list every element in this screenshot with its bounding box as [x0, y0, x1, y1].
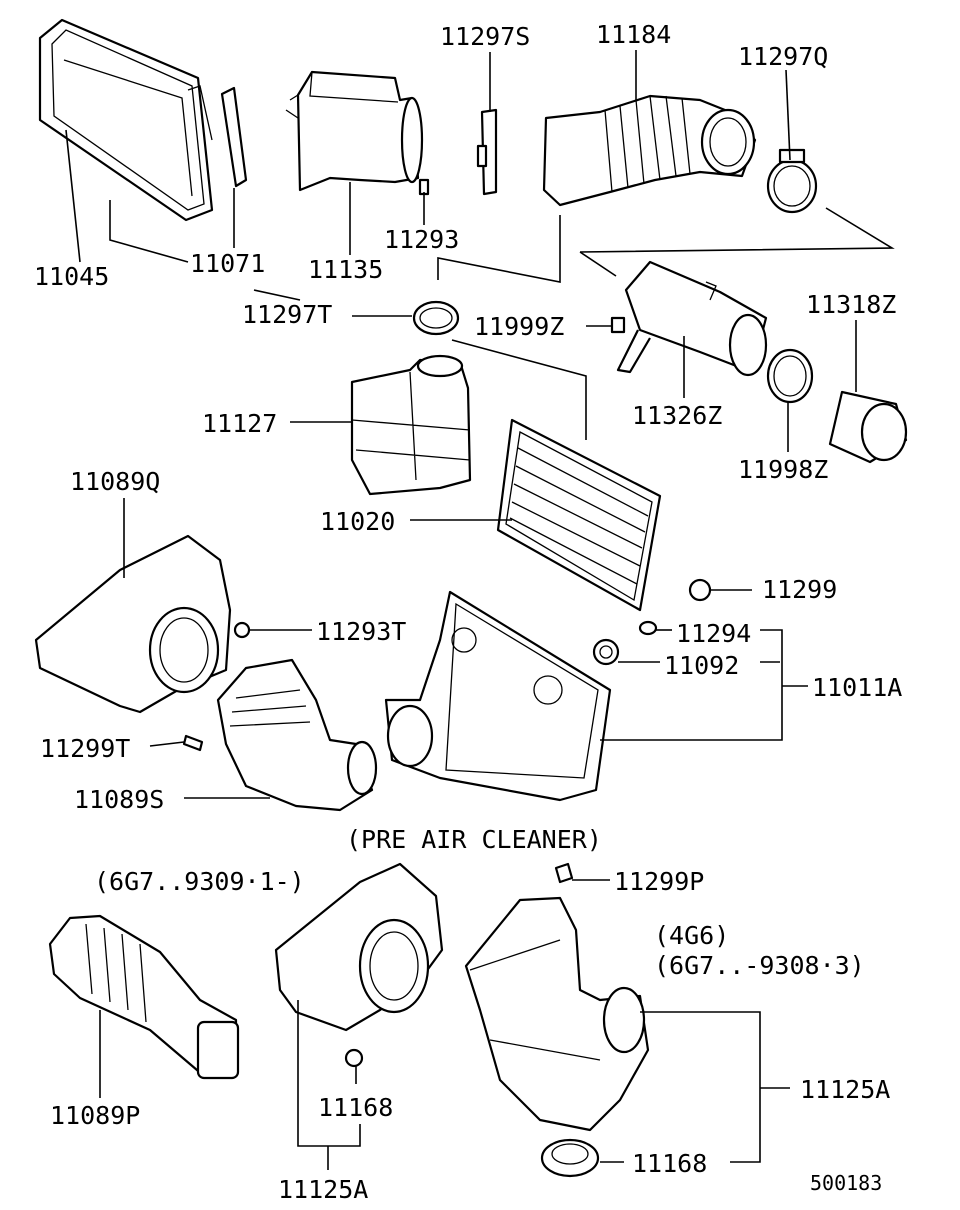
- label-11125a-right: 11125A: [800, 1075, 890, 1104]
- label-11011a: 11011A: [812, 673, 902, 702]
- label-11168-left: 11168: [318, 1093, 393, 1122]
- note-6g7-from: (6G7..9309·1-): [94, 867, 305, 896]
- pre-air-cleaner-duct-part[interactable]: [216, 658, 378, 812]
- label-11294: 11294: [676, 619, 751, 648]
- label-11127: 11127: [202, 409, 277, 438]
- pre-air-cleaner-left-part[interactable]: [274, 862, 444, 1032]
- bolt-11999z-part[interactable]: [610, 316, 626, 334]
- nut-11293t-part[interactable]: [233, 621, 251, 639]
- pre-air-cleaner-upper-part[interactable]: [34, 534, 232, 714]
- label-11297q: 11297Q: [738, 42, 828, 71]
- pre-air-cleaner-heading: (PRE AIR CLEANER): [346, 825, 602, 854]
- nut-11092-part[interactable]: [592, 638, 620, 666]
- intake-duct-part[interactable]: [616, 260, 768, 377]
- gasket-part[interactable]: [220, 86, 248, 188]
- band-11297s-part[interactable]: [476, 108, 498, 196]
- label-11297s: 11297S: [440, 22, 530, 51]
- air-hose-part[interactable]: [542, 94, 757, 207]
- label-11299t: 11299T: [40, 734, 130, 763]
- air-flow-sensor-part[interactable]: [285, 70, 424, 192]
- label-11184: 11184: [596, 20, 671, 49]
- label-11125a-left: 11125A: [278, 1175, 368, 1204]
- bolt-11299t-part[interactable]: [182, 734, 204, 752]
- label-11168-right: 11168: [632, 1149, 707, 1178]
- label-11092: 11092: [664, 651, 739, 680]
- pre-air-cleaner-right-part[interactable]: [464, 896, 650, 1132]
- leader-lines: [65, 50, 895, 1170]
- cap-11168-right-part[interactable]: [540, 1138, 600, 1178]
- air-cleaner-cover-part[interactable]: [38, 18, 214, 222]
- part-labels: 11045 11071 11135 11293 11297S 11184 112…: [34, 20, 902, 1204]
- cushion-11294-part[interactable]: [638, 620, 658, 636]
- label-11999z: 11999Z: [474, 312, 564, 341]
- label-11297t: 11297T: [242, 300, 332, 329]
- label-11299p: 11299P: [614, 867, 704, 896]
- label-11135: 11135: [308, 255, 383, 284]
- drawing-number: 500183: [810, 1171, 882, 1195]
- label-11020: 11020: [320, 507, 395, 536]
- label-11089s: 11089S: [74, 785, 164, 814]
- note-6g7-to: (6G7..-9308·3): [654, 951, 865, 980]
- label-11293: 11293: [384, 225, 459, 254]
- air-filter-element-part[interactable]: [496, 418, 662, 612]
- resonator-part[interactable]: [350, 354, 472, 496]
- sleeve-part[interactable]: [828, 390, 908, 464]
- label-11318z: 11318Z: [806, 290, 896, 319]
- clamp-11998z-part[interactable]: [766, 348, 814, 404]
- label-11071: 11071: [190, 249, 265, 278]
- air-cleaner-case-part[interactable]: [384, 590, 612, 802]
- bolt-11299p-part[interactable]: [554, 862, 574, 884]
- label-11326z: 11326Z: [632, 401, 722, 430]
- bolt-11293-part[interactable]: [418, 178, 430, 196]
- clamp-11297q-part[interactable]: [766, 148, 818, 214]
- label-11089q: 11089Q: [70, 467, 160, 496]
- label-11045: 11045: [34, 262, 109, 291]
- grommet-11299-part[interactable]: [688, 578, 712, 602]
- label-11089p: 11089P: [50, 1101, 140, 1130]
- grommet-11168-left-part[interactable]: [344, 1048, 364, 1068]
- note-4g6: (4G6): [654, 921, 729, 950]
- bellows-duct-part[interactable]: [48, 914, 240, 1080]
- label-11299: 11299: [762, 575, 837, 604]
- clamp-11297t-part[interactable]: [412, 300, 460, 336]
- label-11998z: 11998Z: [738, 455, 828, 484]
- label-11293t: 11293T: [316, 617, 406, 646]
